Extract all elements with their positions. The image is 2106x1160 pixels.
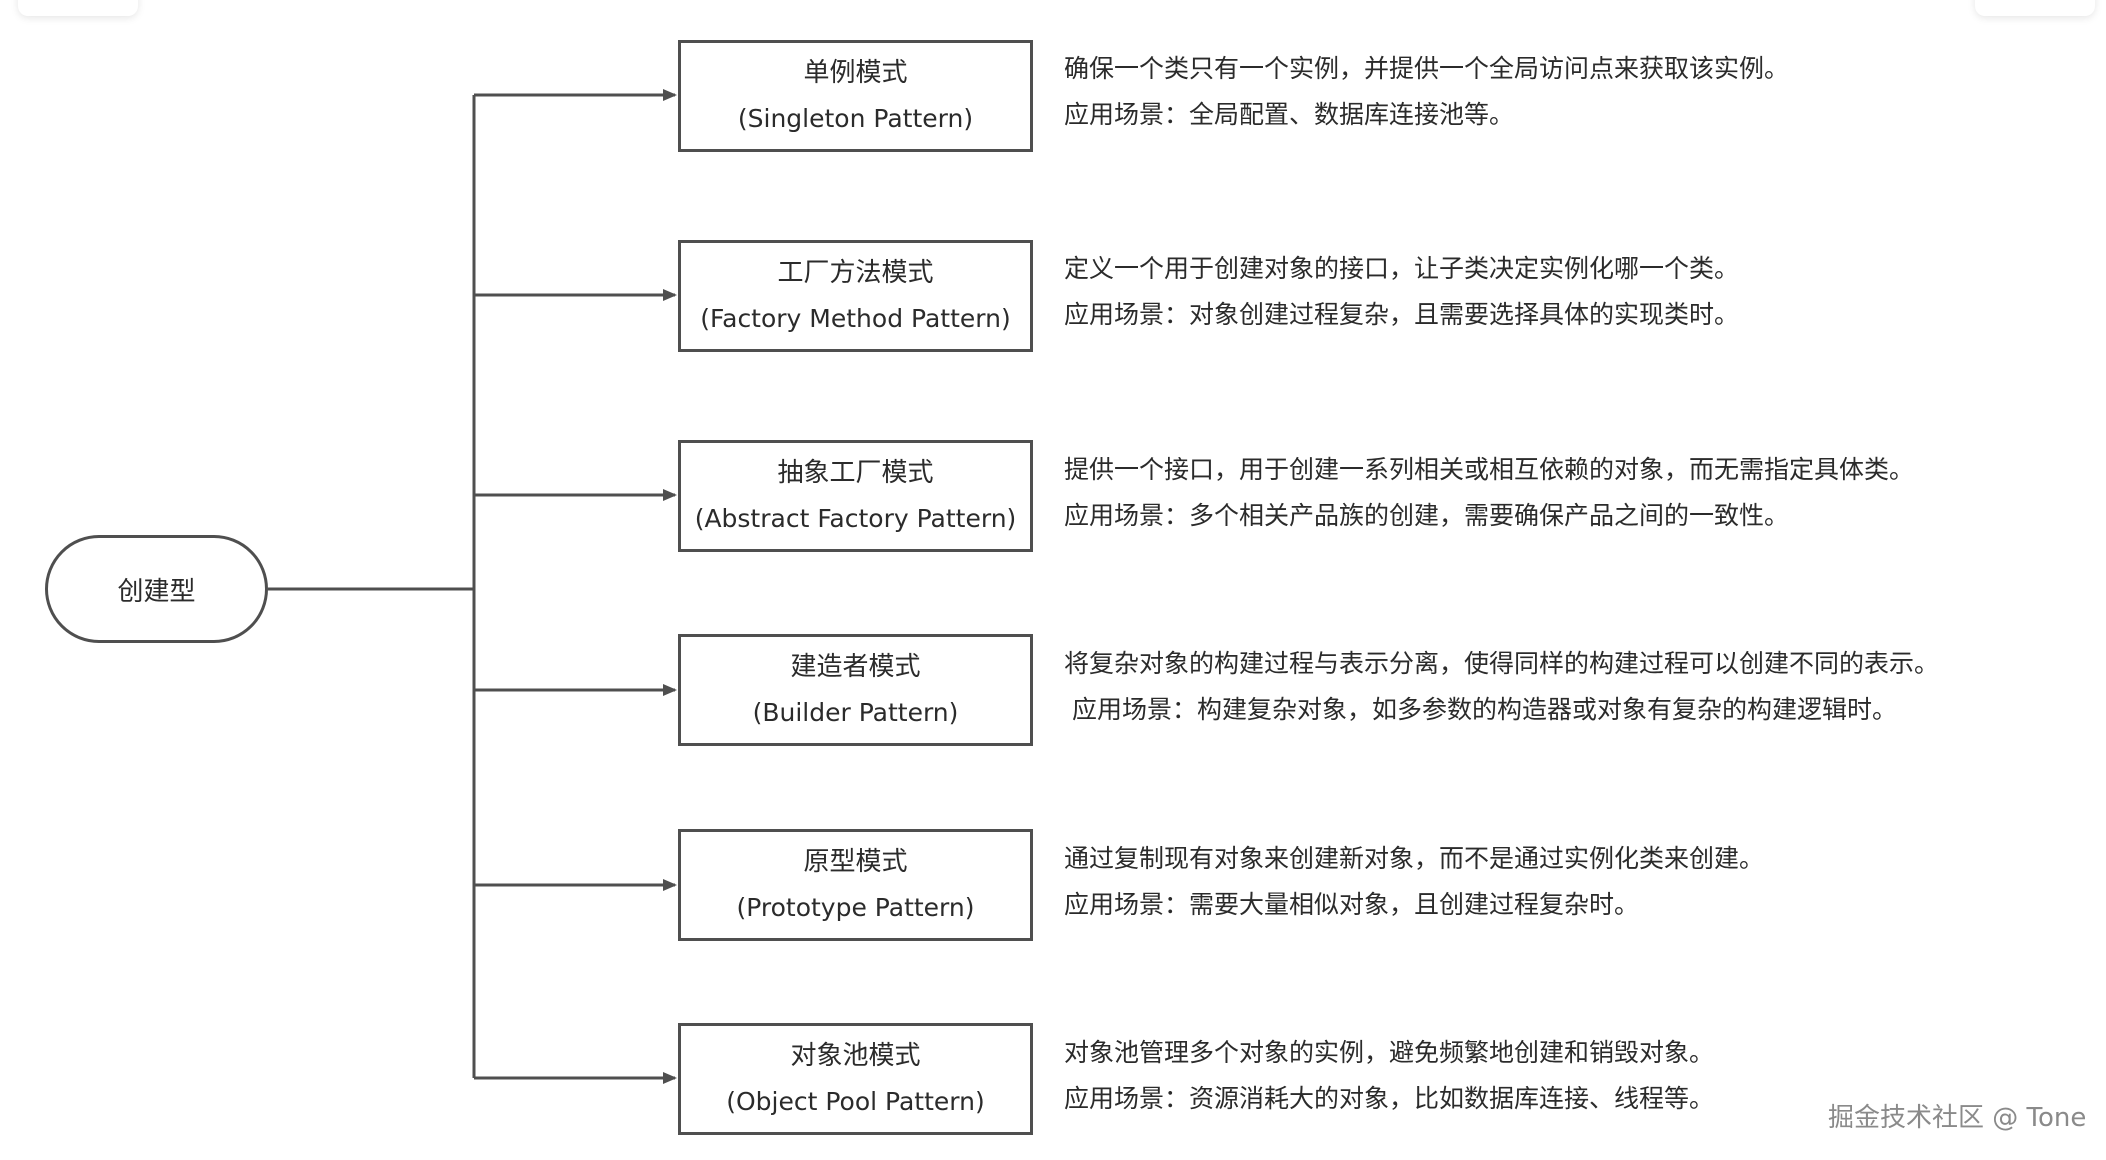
pattern-box-object-pool: 对象池模式 (Object Pool Pattern) [678,1023,1033,1135]
pattern-usage-text: 应用场景：资源消耗大的对象，比如数据库连接、线程等。 [1064,1084,1715,1113]
pattern-usage-text: 应用场景：对象创建过程复杂，且需要选择具体的实现类时。 [1064,300,1740,329]
pattern-row-abstract-factory: 抽象工厂模式 (Abstract Factory Pattern) 提供一个接口… [0,440,2106,552]
corner-card-right [1975,0,2095,16]
pattern-description-text: 确保一个类只有一个实例，并提供一个全局访问点来获取该实例。 [1064,54,1790,83]
pattern-row-object-pool: 对象池模式 (Object Pool Pattern) 对象池管理多个对象的实例… [0,1023,2106,1135]
corner-card-left [18,0,138,16]
pattern-name: 对象池模式 [790,1041,921,1071]
pattern-english-name: (Singleton Pattern) [737,104,974,133]
pattern-description-text: 定义一个用于创建对象的接口，让子类决定实例化哪一个类。 [1064,254,1740,283]
pattern-usage-text: 应用场景：多个相关产品族的创建，需要确保产品之间的一致性。 [1064,501,1790,530]
pattern-row-singleton: 单例模式 (Singleton Pattern) 确保一个类只有一个实例，并提供… [0,40,2106,152]
pattern-description-text: 提供一个接口，用于创建一系列相关或相互依赖的对象，而无需指定具体类。 [1064,455,1915,484]
pattern-description-factory-method: 定义一个用于创建对象的接口，让子类决定实例化哪一个类。 应用场景：对象创建过程复… [1064,254,2094,330]
pattern-description-text: 对象池管理多个对象的实例，避免频繁地创建和销毁对象。 [1064,1038,1715,1067]
pattern-box-abstract-factory: 抽象工厂模式 (Abstract Factory Pattern) [678,440,1033,552]
pattern-box-factory-method: 工厂方法模式 (Factory Method Pattern) [678,240,1033,352]
pattern-english-name: (Object Pool Pattern) [726,1087,985,1116]
pattern-box-prototype: 原型模式 (Prototype Pattern) [678,829,1033,941]
pattern-row-prototype: 原型模式 (Prototype Pattern) 通过复制现有对象来创建新对象，… [0,829,2106,941]
pattern-name: 单例模式 [803,58,908,88]
pattern-english-name: (Factory Method Pattern) [700,304,1011,333]
pattern-description-builder: 将复杂对象的构建过程与表示分离，使得同样的构建过程可以创建不同的表示。 应用场景… [1064,649,2094,725]
watermark-text: 掘金技术社区 @ Tone [1828,1103,2087,1133]
pattern-box-singleton: 单例模式 (Singleton Pattern) [678,40,1033,152]
root-node-label: 创建型 [117,576,196,607]
pattern-description-singleton: 确保一个类只有一个实例，并提供一个全局访问点来获取该实例。 应用场景：全局配置、… [1064,54,2094,130]
pattern-name: 工厂方法模式 [777,258,934,288]
pattern-usage-text: 应用场景：需要大量相似对象，且创建过程复杂时。 [1064,890,1640,919]
pattern-description-text: 将复杂对象的构建过程与表示分离，使得同样的构建过程可以创建不同的表示。 [1064,649,1940,678]
pattern-description-abstract-factory: 提供一个接口，用于创建一系列相关或相互依赖的对象，而无需指定具体类。 应用场景：… [1064,455,2094,531]
pattern-usage-text: 应用场景：构建复杂对象，如多参数的构造器或对象有复杂的构建逻辑时。 [1072,695,1898,724]
pattern-english-name: (Prototype Pattern) [736,893,975,922]
pattern-name: 抽象工厂模式 [777,458,934,488]
pattern-name: 原型模式 [803,847,908,877]
pattern-row-builder: 建造者模式 (Builder Pattern) 将复杂对象的构建过程与表示分离，… [0,634,2106,746]
pattern-description-text: 通过复制现有对象来创建新对象，而不是通过实例化类来创建。 [1064,844,1765,873]
pattern-row-factory-method: 工厂方法模式 (Factory Method Pattern) 定义一个用于创建… [0,240,2106,352]
pattern-description-prototype: 通过复制现有对象来创建新对象，而不是通过实例化类来创建。 应用场景：需要大量相似… [1064,844,2094,920]
pattern-usage-text: 应用场景：全局配置、数据库连接池等。 [1064,100,1515,129]
pattern-english-name: (Builder Pattern) [752,698,959,727]
pattern-box-builder: 建造者模式 (Builder Pattern) [678,634,1033,746]
root-node-creational: 创建型 [45,535,268,643]
pattern-english-name: (Abstract Factory Pattern) [694,504,1017,533]
pattern-description-object-pool: 对象池管理多个对象的实例，避免频繁地创建和销毁对象。 应用场景：资源消耗大的对象… [1064,1038,2094,1114]
pattern-name: 建造者模式 [790,652,921,682]
